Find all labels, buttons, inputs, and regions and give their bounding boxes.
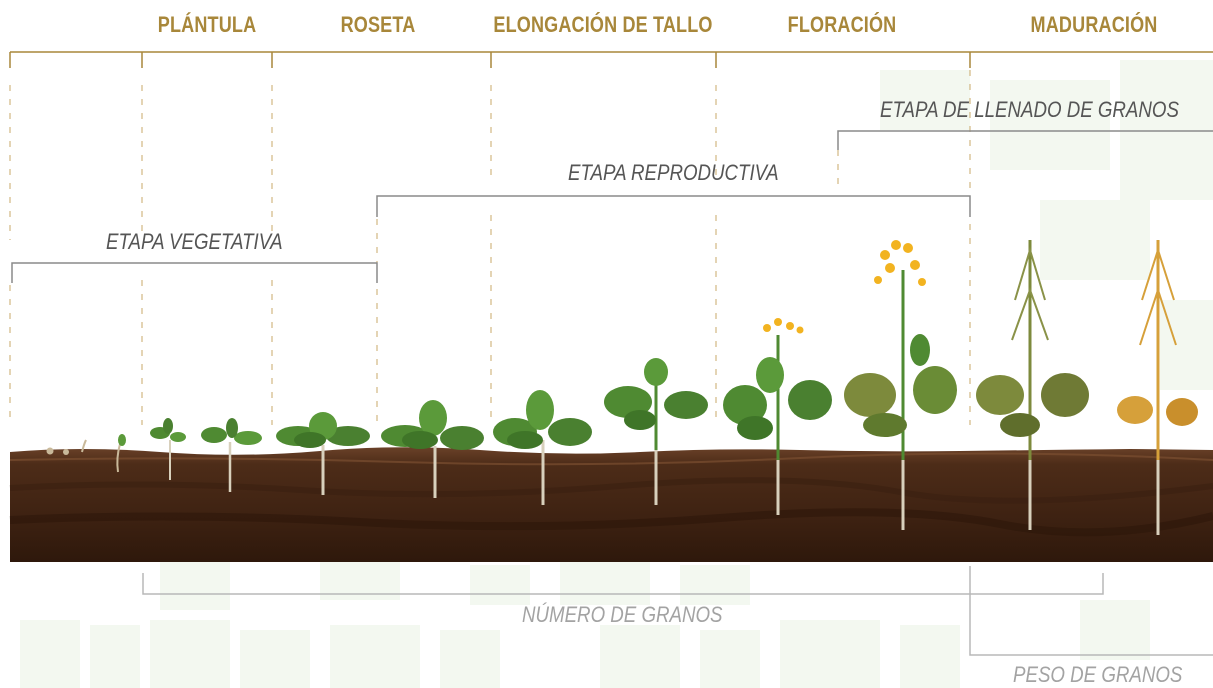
- maturation-plant-2: [1117, 240, 1198, 535]
- phase-label-reproductive: ETAPA REPRODUCTIVA: [568, 160, 779, 185]
- rosette-1: [276, 412, 370, 495]
- grain-number-bracket: [142, 573, 1104, 595]
- seed-stage: [46, 434, 126, 473]
- stage-title-roseta: ROSETA: [340, 12, 416, 37]
- elongation-plant-1: [493, 390, 592, 505]
- grain-filling-bracket: [837, 130, 1213, 150]
- rosette-2: [381, 400, 484, 498]
- label-grain-number: NÚMERO DE GRANOS: [522, 602, 723, 627]
- elongation-plant-2: [604, 358, 708, 505]
- seedling-1: [150, 418, 186, 480]
- seedling-2: [201, 418, 262, 492]
- flowering-plant-1: [723, 318, 832, 515]
- phase-label-vegetative: ETAPA VEGETATIVA: [106, 229, 283, 254]
- reproductive-bracket: [376, 195, 971, 217]
- stage-guide-lines: [9, 70, 971, 425]
- vegetative-bracket: [11, 262, 378, 283]
- stage-title-elongacion: ELONGACIÓN DE TALLO: [493, 12, 713, 37]
- stage-divider-bar: [9, 51, 1213, 68]
- stage-title-plantula: PLÁNTULA: [157, 12, 257, 37]
- label-grain-weight: PESO DE GRANOS: [1013, 662, 1183, 687]
- stage-title-floracion: FLORACIÓN: [787, 12, 897, 37]
- grain-weight-bracket: [969, 566, 1213, 656]
- stage-title-maduracion: MADURACIÓN: [1030, 12, 1158, 37]
- maturation-plant-1: [976, 240, 1089, 530]
- phase-label-grain-filling: ETAPA DE LLENADO DE GRANOS: [880, 97, 1179, 122]
- flowering-plant-2: [844, 240, 957, 530]
- soil-band: [9, 447, 1213, 562]
